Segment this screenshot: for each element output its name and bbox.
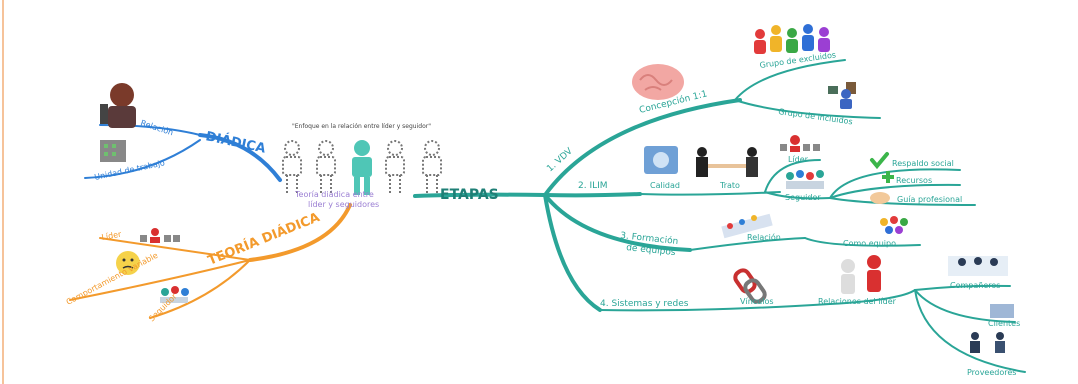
stage2-branch <box>543 192 642 198</box>
highlighted-person-icon <box>352 140 372 195</box>
colorful-people-icon <box>754 24 830 54</box>
stage1-branch <box>543 98 742 197</box>
stage3-como: Como equipo <box>843 239 896 248</box>
teal-branches <box>413 98 742 312</box>
building-icon <box>100 140 126 162</box>
teal-subbranches <box>599 59 1026 373</box>
stage4-leaf-companeros: Compañeros <box>950 281 1000 290</box>
guide-hand-icon <box>870 192 890 204</box>
teoria-item-seguidor: Seguidor <box>147 291 179 323</box>
brain-icon <box>632 64 684 100</box>
stage2-trato: Trato <box>719 181 740 190</box>
orange-branches <box>69 203 352 319</box>
stage4-vinculos: Vínculos <box>740 297 774 306</box>
team-icon <box>880 216 908 234</box>
person-old-icon <box>100 83 136 128</box>
leader-icon <box>780 135 820 152</box>
stage2-seguidor: Seguidor <box>785 193 821 202</box>
follower-group-icon <box>786 170 824 189</box>
stage1-label: 1. VDV <box>545 146 575 174</box>
quality-icon <box>644 146 678 174</box>
stage1-leaf-excluded: Grupo de excluidos <box>759 50 837 70</box>
stage2-leaf-recursos: Recursos <box>896 176 932 185</box>
colleagues-icon <box>948 256 1008 276</box>
stage2-lider: Líder <box>788 155 809 164</box>
caption-line1: Teoría diádica entre <box>294 190 374 199</box>
teoria-item-comportamiento: Comportamiento variable <box>65 251 160 307</box>
caption-line2: líder y seguidores <box>308 200 379 209</box>
diadica-title: DIÁDICA <box>204 128 267 156</box>
teoria-item-lider: Líder <box>101 230 123 242</box>
check-icon <box>870 152 889 170</box>
follower-small-icon <box>160 286 189 303</box>
stage3-relacion: Relación <box>747 232 781 242</box>
leader-small-icon <box>140 228 180 243</box>
quote-text: "Enfoque en la relación entre líder y se… <box>292 123 431 130</box>
chain-link-icon <box>733 268 767 304</box>
stage4-label: 4. Sistemas y redes <box>600 299 689 309</box>
etapas-label: ETAPAS <box>440 187 499 203</box>
stage4-leaf-proveedores: Proveedores <box>967 368 1016 377</box>
etapas-branch <box>413 192 547 198</box>
diadica-item-relacion: Relación <box>139 117 174 137</box>
leader-relations-icon <box>841 255 881 294</box>
excluded-group-icon <box>828 82 856 109</box>
stage4-leaf-clientes: Clientes <box>988 319 1020 328</box>
stage2-leaf-respaldo: Respaldo social <box>892 159 954 168</box>
people-icon <box>282 140 442 195</box>
handshake-icon <box>696 147 758 177</box>
stage2-label: 2. ILIM <box>578 181 608 191</box>
suppliers-icon <box>970 332 1005 353</box>
stage1-leaf-included: Grupo de incluidos <box>778 107 853 126</box>
stage2-quality: Calidad <box>650 181 680 190</box>
thinking-face-icon <box>116 251 140 275</box>
clients-icon <box>990 304 1014 318</box>
stage3-branch <box>543 193 692 252</box>
stage4-branch <box>543 193 602 312</box>
team-relation-icon <box>721 213 773 239</box>
stage2-leaf-guia: Guía profesional <box>897 195 962 204</box>
plus-icon <box>882 171 894 183</box>
stage4-relaciones: Relaciones del líder <box>818 297 897 306</box>
